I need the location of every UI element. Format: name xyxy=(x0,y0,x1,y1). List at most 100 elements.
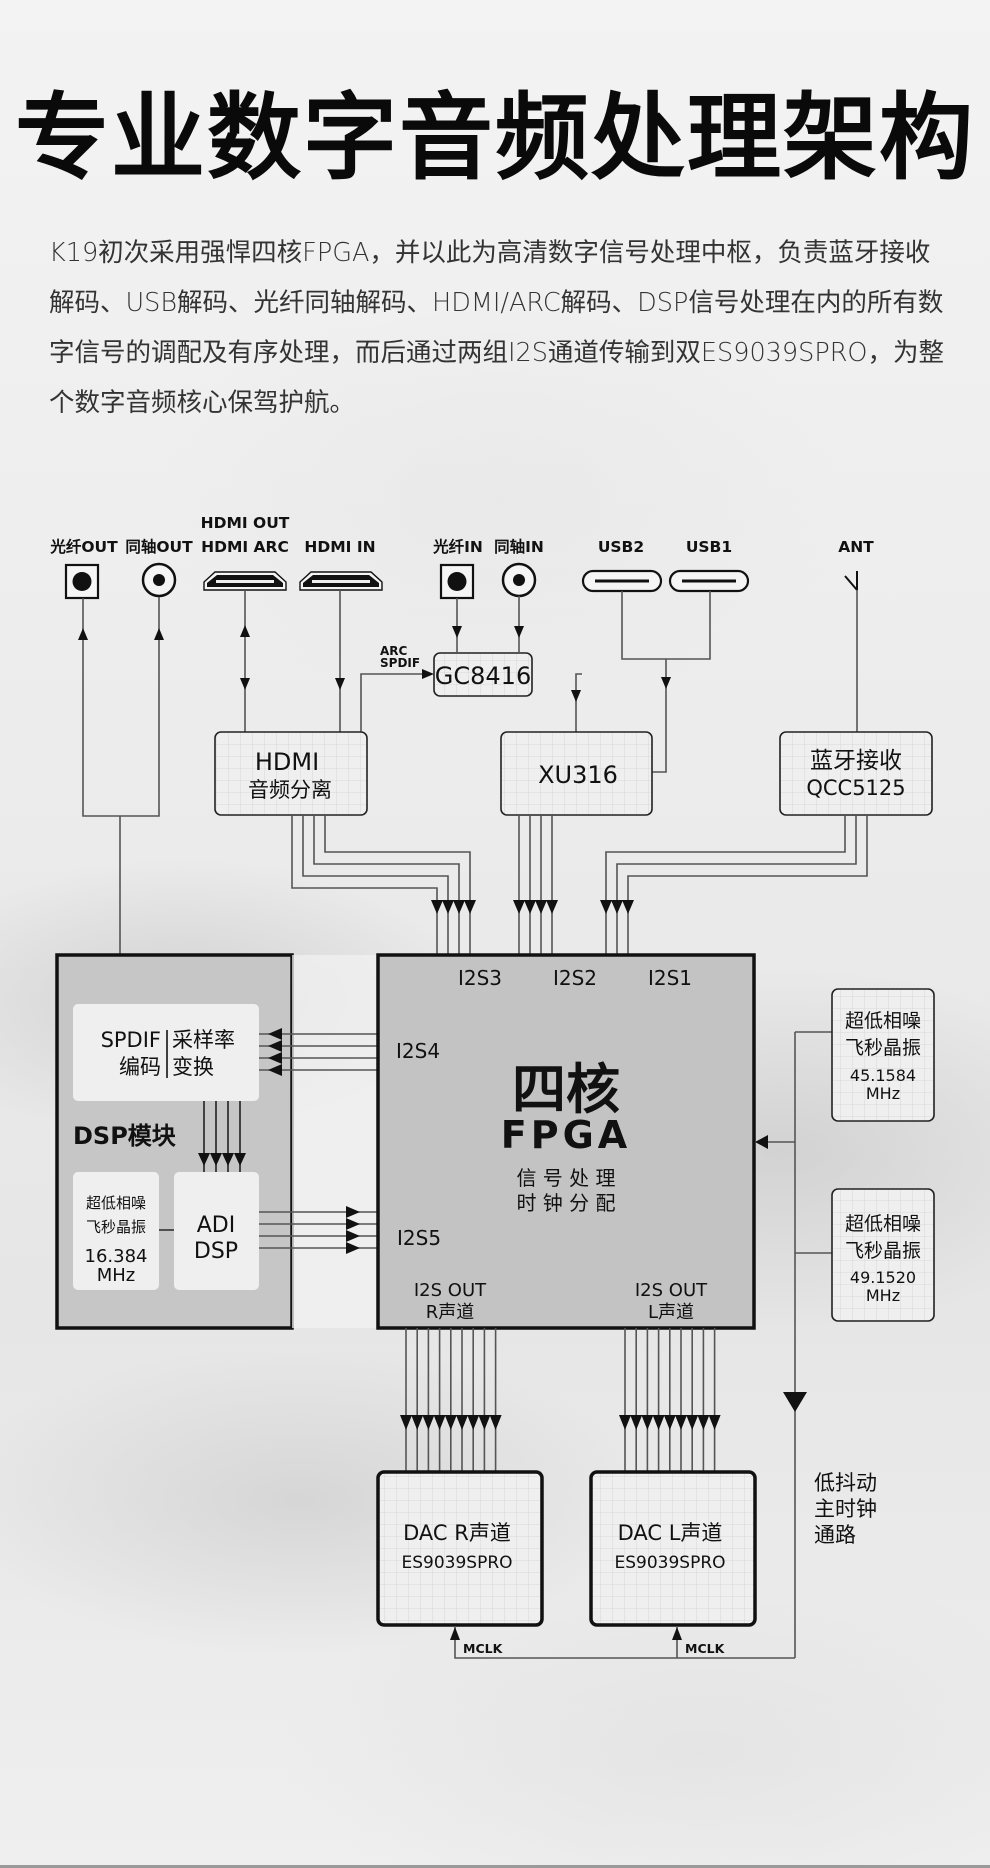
dac-l-chip xyxy=(589,1470,757,1627)
usb1-port-icon xyxy=(668,569,750,593)
fpga-title-english: FPGA xyxy=(501,1113,631,1157)
fpga-out-r-line2: R声道 xyxy=(426,1302,475,1323)
mclk-r-label: MCLK xyxy=(463,1641,504,1656)
i2s5-bus xyxy=(259,1206,378,1254)
i2s-out-arrow xyxy=(641,1415,654,1430)
osc2-line1: 超低相噪 xyxy=(845,1213,921,1235)
bluetooth-title: 蓝牙接收 xyxy=(810,748,902,774)
fpga-i2s2-label: I2S2 xyxy=(553,966,597,990)
src-label-line2: 变换 xyxy=(172,1055,214,1079)
port-label-optical-in: 光纤IN xyxy=(432,537,483,556)
i2s-out-arrow xyxy=(652,1415,665,1430)
adi-dsp-block xyxy=(174,1172,259,1290)
osc2-frequency: 49.1520 xyxy=(850,1268,916,1287)
osc1-frequency: 45.1584 xyxy=(850,1066,916,1085)
hdmi-separator-title: HDMI xyxy=(255,748,319,776)
fpga-out-l-line1: I2S OUT xyxy=(635,1280,708,1301)
i2s-out-arrow xyxy=(433,1415,446,1430)
spdif-label: SPDIF xyxy=(380,656,420,670)
dsp-module-label: DSP模块 xyxy=(73,1122,176,1150)
osc1-line1: 超低相噪 xyxy=(845,1010,921,1032)
i2s1-bus xyxy=(600,815,868,958)
i2s2-bus xyxy=(513,815,558,958)
i2s-out-l-bus xyxy=(619,1328,721,1472)
dac-r-model: ES9039SPRO xyxy=(401,1553,512,1573)
fpga-desc-line2: 时 钟 分 配 xyxy=(516,1191,615,1215)
dac-l-title: DAC L声道 xyxy=(618,1521,723,1545)
fpga-desc-line1: 信 号 处 理 xyxy=(516,1166,615,1190)
i2s-out-arrow xyxy=(675,1415,687,1430)
i2s-out-arrow xyxy=(400,1415,412,1430)
dsp-osc-line1: 超低相噪 xyxy=(86,1194,146,1212)
bottom-border xyxy=(0,1865,990,1868)
i2s4-bus xyxy=(259,1028,378,1076)
fpga-out-r-line1: I2S OUT xyxy=(414,1280,487,1301)
port-label-usb1: USB1 xyxy=(686,538,732,556)
clock-path-line3: 通路 xyxy=(814,1523,856,1547)
mclk-wiring xyxy=(450,1626,795,1659)
upper-wiring xyxy=(78,590,858,1004)
dac-r-chip xyxy=(376,1470,544,1627)
port-label-hdmi-arc: HDMI ARC xyxy=(201,538,289,556)
dac-l-model: ES9039SPRO xyxy=(614,1553,725,1573)
fpga-out-l-line2: L声道 xyxy=(648,1302,694,1323)
osc1-line2: 飞秒晶振 xyxy=(845,1037,921,1059)
i2s-out-arrow xyxy=(444,1415,457,1430)
arc-label: ARC xyxy=(380,644,408,658)
dsp-osc-unit: MHz xyxy=(97,1265,136,1286)
page-title: 专业数字音频处理架构 xyxy=(14,84,975,193)
dsp-oscillator-block xyxy=(73,1172,159,1290)
i2s-out-arrow xyxy=(697,1415,710,1430)
intro-paragraph: K19初次采用强悍四核FPGA，并以此为高清数字信号处理中枢，负责蓝牙接收解码、… xyxy=(49,238,944,418)
src-label-line1: 采样率 xyxy=(172,1028,235,1052)
i2s-out-arrow xyxy=(686,1415,699,1430)
hdmi-separator-subtitle: 音频分离 xyxy=(248,778,332,802)
mclk-l-label: MCLK xyxy=(685,1641,726,1656)
spdif-label-line1: SPDIF xyxy=(101,1028,161,1052)
hdmi-out-port-icon xyxy=(203,571,287,591)
port-label-hdmi-out: HDMI OUT xyxy=(201,514,290,532)
xu316-chip xyxy=(500,731,653,816)
spdif-src-block xyxy=(73,1004,259,1101)
adi-label-line1: ADI xyxy=(197,1213,235,1238)
dac-r-title: DAC R声道 xyxy=(403,1521,511,1545)
i2s-out-arrow xyxy=(467,1415,480,1430)
oscillator-49mhz xyxy=(831,1188,935,1322)
optical-out-port-icon xyxy=(64,563,100,600)
gc8416-label: GC8416 xyxy=(435,662,531,690)
port-label-ant: ANT xyxy=(838,538,874,556)
i2s-out-arrow xyxy=(630,1415,643,1430)
osc2-line2: 飞秒晶振 xyxy=(845,1240,921,1262)
port-label-coax-out: 同轴OUT xyxy=(125,537,193,556)
port-label-hdmi-in: HDMI IN xyxy=(304,538,375,556)
fpga-i2s1-label: I2S1 xyxy=(648,966,692,990)
i2s-out-arrow xyxy=(478,1415,491,1430)
i2s-out-arrow xyxy=(456,1415,468,1430)
src-to-adi-bus xyxy=(198,1101,246,1172)
fpga-i2s3-label: I2S3 xyxy=(458,966,502,990)
port-label-coax-in: 同轴IN xyxy=(494,537,544,556)
fpga-i2s4-label: I2S4 xyxy=(396,1039,440,1063)
gc8416-chip xyxy=(433,652,533,697)
clock-bus xyxy=(755,1031,832,1658)
antenna-icon xyxy=(844,571,858,591)
xu316-label: XU316 xyxy=(538,761,618,789)
i2s-out-arrow xyxy=(411,1415,424,1430)
i2s-out-arrow xyxy=(663,1415,676,1430)
fpga-chip xyxy=(376,953,756,1330)
port-label-usb2: USB2 xyxy=(598,538,644,556)
coax-out-port-icon xyxy=(141,562,177,598)
hdmi-in-port-icon xyxy=(299,571,383,591)
i2s-out-r-bus xyxy=(400,1328,502,1472)
dsp-fpga-gap xyxy=(292,955,378,1328)
coax-in-port-icon xyxy=(501,562,537,598)
spdif-label-line2: 编码 xyxy=(119,1055,161,1079)
i2s-out-arrow xyxy=(619,1415,631,1430)
i2s-out-arrow xyxy=(422,1415,435,1430)
dsp-osc-line2: 飞秒晶振 xyxy=(86,1218,146,1236)
i2s-out-arrow xyxy=(489,1415,502,1430)
dsp-osc-frequency: 16.384 xyxy=(85,1246,148,1267)
osc1-unit: MHz xyxy=(866,1084,900,1103)
bluetooth-model: QCC5125 xyxy=(806,776,905,800)
